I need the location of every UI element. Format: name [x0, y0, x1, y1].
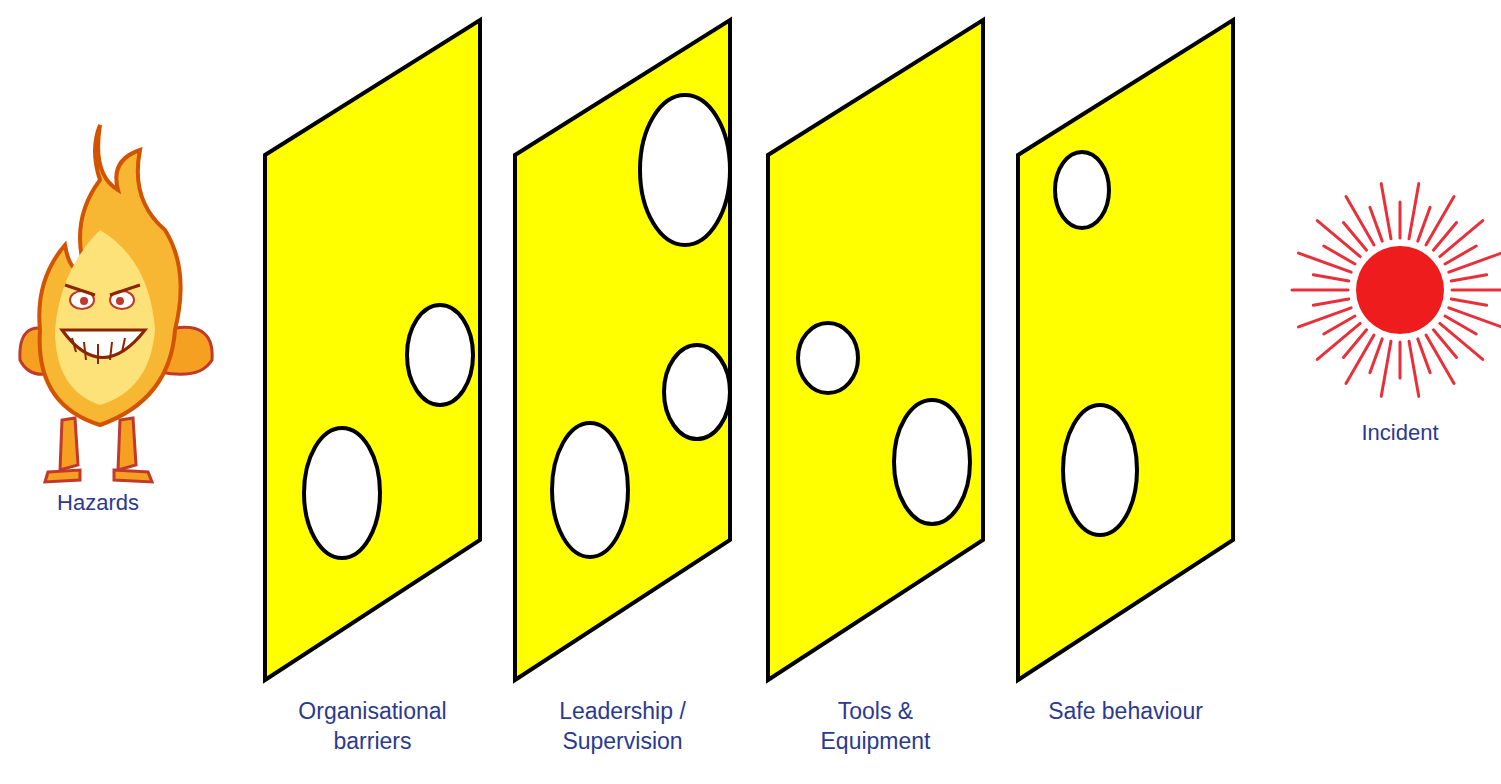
slice-hole	[798, 323, 858, 393]
hazard-flame-figure	[20, 125, 212, 482]
slice-outline	[1018, 15, 1233, 685]
cheese-slice: Safe behaviour	[1018, 15, 1233, 727]
figure-label: Hazards	[57, 490, 139, 516]
slice-outline	[515, 15, 730, 685]
slice-caption: Leadership / Supervision	[542, 697, 704, 757]
incident-core	[1356, 246, 1444, 334]
slice-hole	[1055, 152, 1109, 228]
slice-hole	[407, 305, 473, 405]
figure-label: Incident	[1361, 420, 1438, 446]
slice-caption: Safe behaviour	[1045, 697, 1207, 727]
slice-hole	[1063, 405, 1137, 535]
slice-hole	[664, 345, 730, 439]
slice-outline	[768, 15, 983, 685]
slice-hole	[304, 428, 380, 558]
slice-caption: Organisational barriers	[292, 697, 454, 757]
cheese-slice: Tools & Equipment	[768, 15, 983, 757]
slice-caption: Tools & Equipment	[795, 697, 957, 757]
incident-burst	[1292, 184, 1501, 397]
slice-outline	[265, 15, 480, 685]
slice-hole	[552, 423, 628, 557]
cheese-slice: Organisational barriers	[265, 15, 480, 757]
slice-hole	[894, 400, 970, 524]
slice-hole	[640, 95, 730, 245]
cheese-slice: Leadership / Supervision	[515, 15, 730, 757]
